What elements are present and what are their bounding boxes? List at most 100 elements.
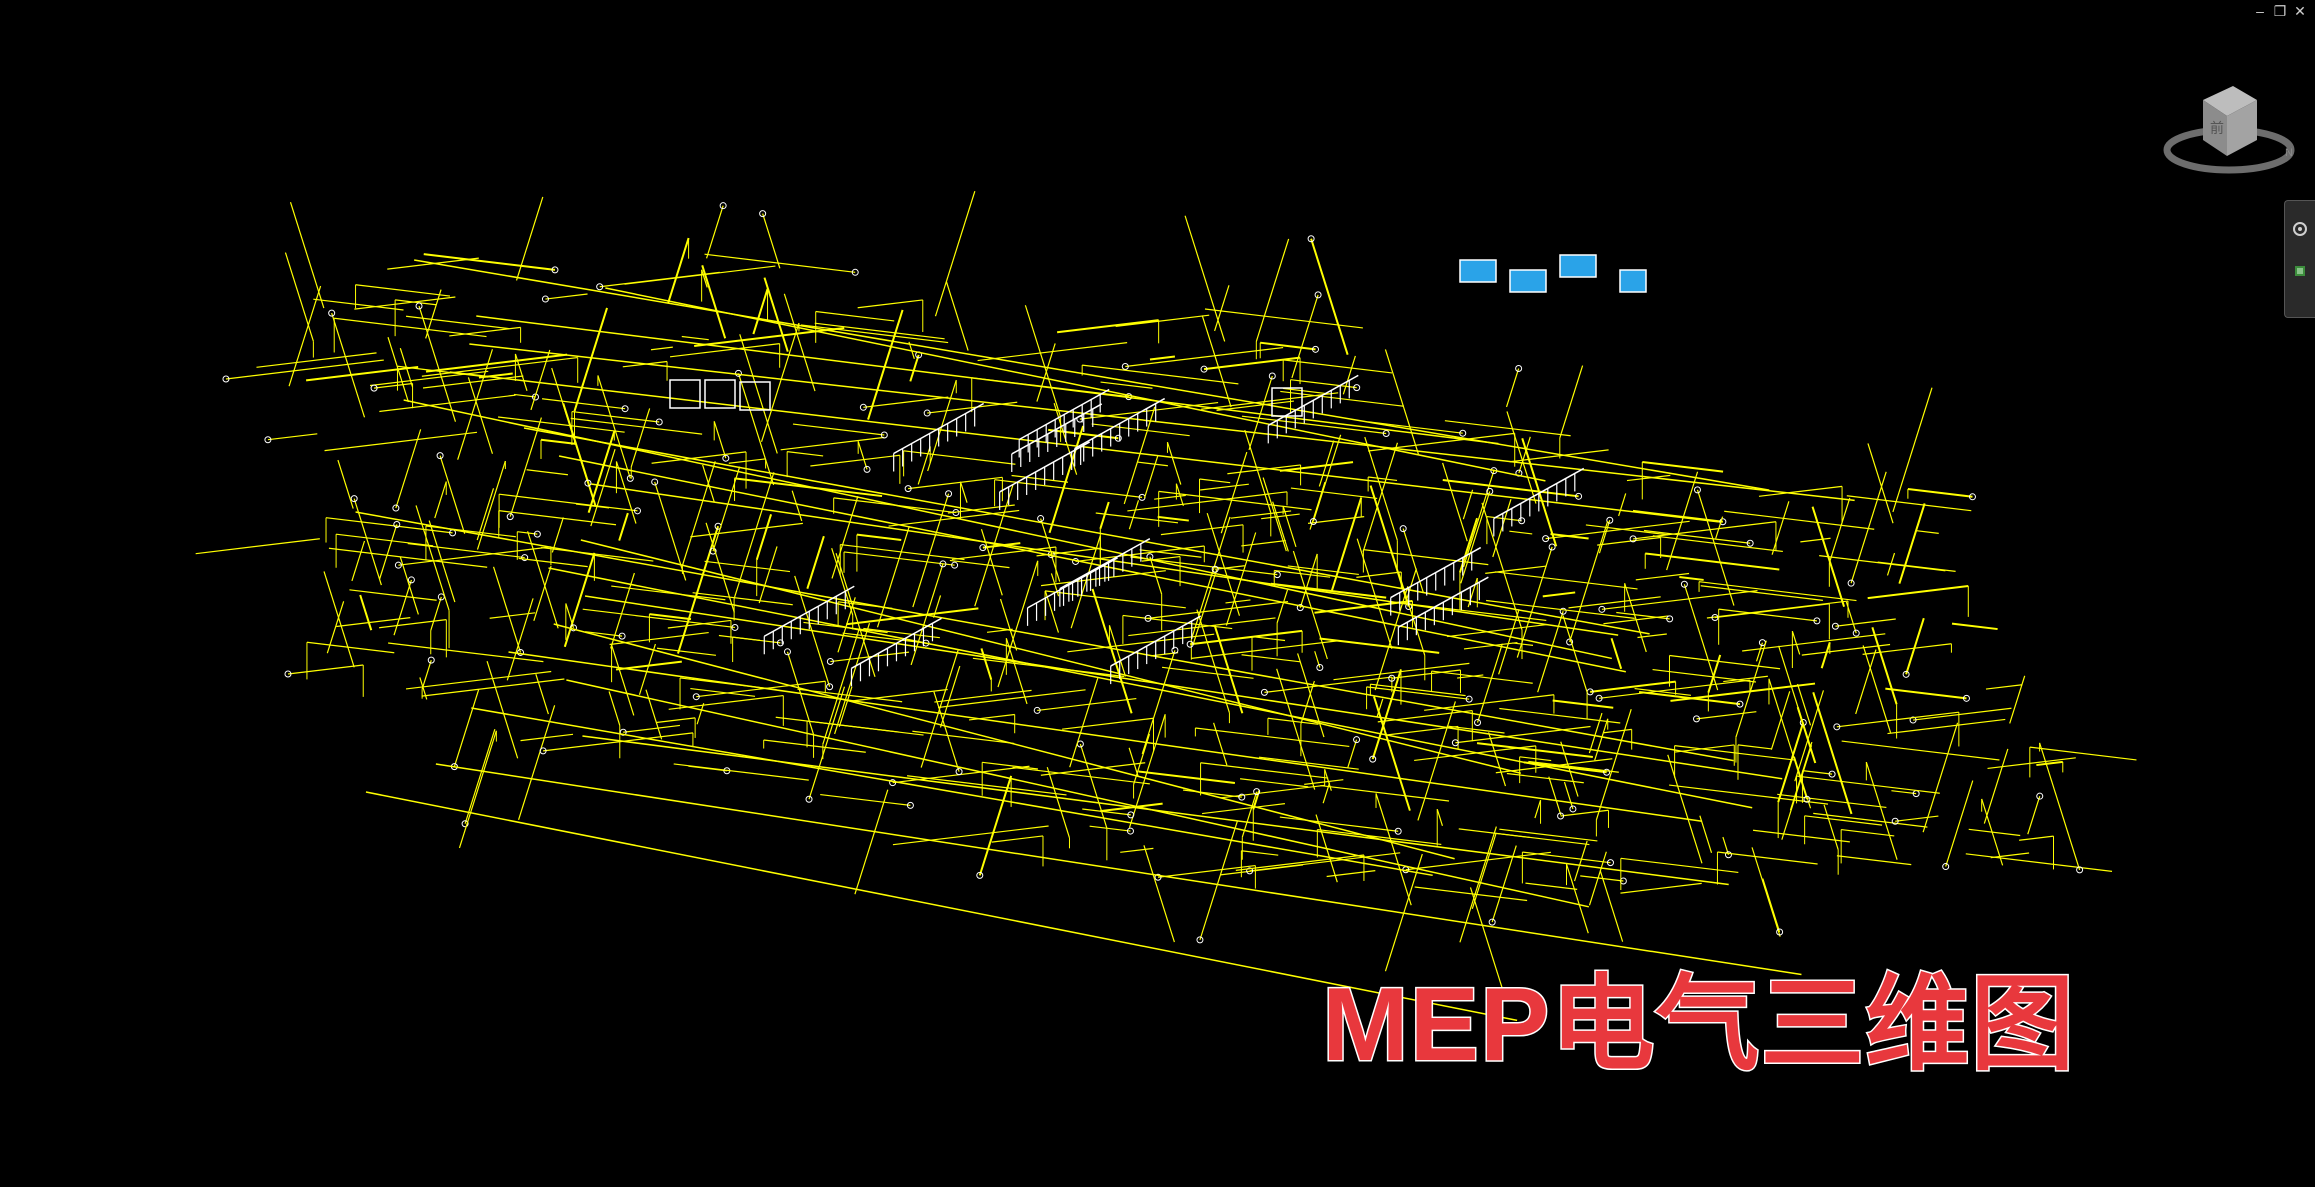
conduit-segment (1885, 687, 1967, 700)
conduit-segment (792, 423, 885, 436)
zoom-icon[interactable] (2292, 263, 2308, 279)
fixture-node (264, 436, 272, 444)
switchgear-cabinet (1271, 387, 1303, 417)
restore-icon[interactable]: ❐ (2273, 3, 2287, 19)
conduit-segment (980, 648, 993, 681)
conduit-segment (1333, 662, 1470, 681)
conduit-segment (1667, 754, 1703, 864)
conduit-segment (2009, 675, 2026, 724)
close-icon[interactable]: ✕ (2294, 3, 2306, 19)
conduit-segment (1203, 356, 1301, 371)
fixture-node (1033, 706, 1041, 714)
conduit-segment (1356, 538, 1393, 649)
conduit-segment (1258, 756, 1359, 770)
orbit-icon[interactable] (2292, 221, 2308, 237)
conduit-segment (1240, 778, 1309, 788)
cable-tray (893, 402, 985, 455)
conduit-segment (712, 466, 741, 552)
conduit-segment (876, 525, 910, 628)
conduit-segment (1391, 669, 1461, 679)
viewcube-icon[interactable]: 前 N (2161, 78, 2301, 188)
conduit-segment (704, 253, 856, 273)
conduit-segment (810, 454, 900, 467)
fixture-node (1833, 723, 1841, 731)
conduit-segment (1147, 600, 1289, 619)
conduit-segment (509, 417, 542, 517)
fixture-node (1711, 614, 1719, 622)
fixture-node (863, 465, 871, 473)
conduit-segment (575, 503, 610, 509)
conduit-segment (994, 479, 1143, 498)
conduit-segment (1499, 828, 1598, 842)
conduit-segment (1255, 238, 1290, 342)
conduit-segment (842, 632, 927, 644)
conduit-segment (1128, 617, 1276, 637)
minimize-icon[interactable]: ‒ (2256, 3, 2264, 19)
fixture-node (1518, 517, 1526, 525)
conduit-segment (353, 498, 382, 586)
conduit-segment (1610, 637, 1623, 670)
conduit-segment (1458, 828, 1590, 846)
conduit-segment (1157, 515, 1189, 522)
fixture-node (1353, 384, 1361, 392)
conduit-segment (1462, 489, 1474, 520)
conduit-segment (696, 680, 826, 698)
conduit-segment (1290, 487, 1378, 500)
conduit-segment (337, 459, 354, 509)
conduit-segment (421, 356, 578, 377)
conduit-segment (1048, 425, 1085, 534)
conduit-segment (1175, 483, 1184, 507)
fixture-node (1666, 615, 1674, 623)
viewcube-top-face[interactable] (2203, 86, 2257, 116)
conduit-segment (733, 472, 775, 599)
conduit-segment (489, 612, 536, 619)
conduit-segment (945, 281, 969, 351)
conduit-segment (585, 631, 623, 637)
conduit-segment (513, 393, 536, 398)
conduit-segment (1442, 479, 1579, 498)
conduit-segment (590, 449, 616, 527)
conduit-segment (1089, 825, 1131, 832)
conduit-segment (415, 505, 450, 611)
conduit-segment (1620, 857, 1739, 874)
fixture-node (1296, 604, 1304, 612)
conduit-segment (1128, 500, 1140, 530)
main-trunk (605, 287, 1546, 482)
conduit-segment (939, 665, 961, 728)
fixture-node (1606, 516, 1614, 524)
fixture-node (1037, 515, 1045, 523)
conduit-segment (934, 689, 1032, 703)
conduit-segment (1862, 645, 1892, 733)
conduit-segment (1563, 781, 1574, 810)
conduit-segment (701, 265, 727, 339)
conduit-segment (535, 674, 549, 715)
conduit-segment (399, 556, 419, 615)
conduit-segment (978, 775, 1013, 876)
conduit-segment (1951, 622, 1998, 631)
fixture-node (1369, 755, 1377, 763)
conduit-segment (458, 730, 497, 849)
conduit-segment (2027, 795, 2041, 835)
conduit-segment (1801, 643, 1891, 656)
conduit-segment (545, 293, 588, 300)
viewcube-right-face[interactable] (2227, 100, 2257, 156)
fixture-node (1813, 617, 1821, 625)
conduit-segment (1620, 882, 1702, 894)
conduit-segment (1141, 555, 1181, 562)
conduit-segment (1356, 571, 1402, 578)
main-trunk (508, 651, 1703, 822)
viewcube-left-face[interactable] (2203, 100, 2227, 156)
fixture-node (655, 418, 663, 426)
conduit-segment (423, 253, 556, 271)
conduit-segment (1436, 809, 1444, 826)
fixture-node (1569, 805, 1577, 813)
conduit-segment (1330, 497, 1363, 591)
conduit-segment (1307, 516, 1365, 524)
conduit-segment (1368, 421, 1463, 434)
main-trunk (580, 539, 1521, 774)
conduit-segment (1309, 481, 1326, 530)
fixture-node (1542, 535, 1550, 543)
conduit-segment (331, 312, 366, 418)
